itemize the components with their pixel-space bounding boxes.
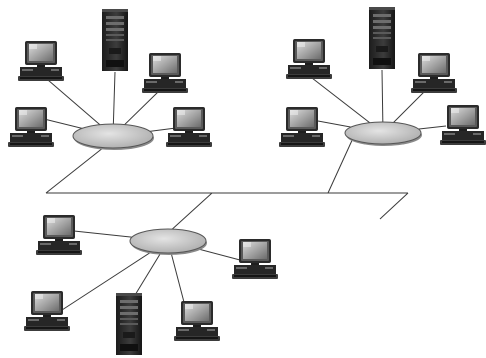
workstation-b-4-computer-icon	[174, 301, 220, 341]
workstation-tl-3-computer-icon	[8, 107, 54, 147]
hub-top-right	[344, 121, 422, 146]
hub-ellipse-icon	[72, 123, 154, 149]
hub-ellipse-icon	[129, 228, 207, 254]
workstation-b-3-computer-icon	[24, 291, 70, 331]
hub-ellipse-icon	[344, 121, 422, 145]
workstation-b-1-computer-icon	[36, 215, 82, 255]
server-tr-server-icon	[369, 7, 395, 69]
backbone-branch-right	[327, 135, 355, 194]
hub-top-left	[72, 123, 154, 150]
workstation-tr-1-computer-icon	[286, 39, 332, 79]
workstation-tr-4-computer-icon	[440, 105, 486, 145]
workstation-tl-2-computer-icon	[142, 53, 188, 93]
hubs-layer	[72, 121, 422, 255]
server-tl-server-icon	[102, 9, 128, 71]
workstation-b-2-computer-icon	[232, 239, 278, 279]
server-b-server-icon	[116, 293, 142, 355]
backbone-tail	[379, 192, 409, 220]
workstation-tl-4-computer-icon	[166, 107, 212, 147]
workstation-tr-3-computer-icon	[279, 107, 325, 147]
backbone-cable	[45, 135, 409, 234]
workstation-tl-1-computer-icon	[18, 41, 64, 81]
backbone-branch-bottom	[167, 192, 213, 234]
workstation-tr-2-computer-icon	[411, 53, 457, 93]
devices-layer	[8, 7, 486, 355]
hub-bottom	[129, 228, 207, 255]
